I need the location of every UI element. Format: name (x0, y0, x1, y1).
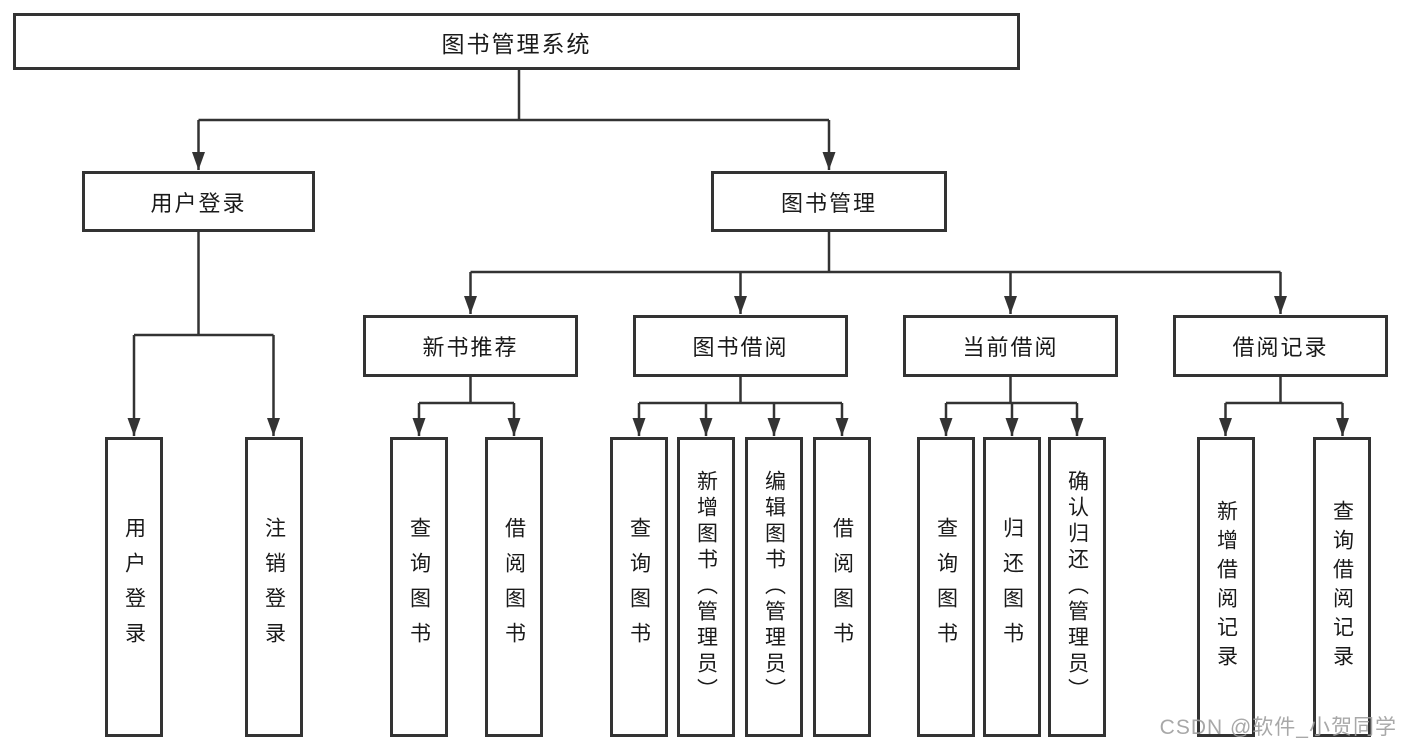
leaf-query-books-recommend: 查询图书 (390, 437, 448, 737)
csdn-watermark: CSDN @软件_小贺同学 (1159, 716, 1397, 739)
leaf-query-books-borrow: 查询图书 (610, 437, 668, 737)
node-current-borrow: 当前借阅 (903, 315, 1118, 377)
node-book-management: 图书管理 (711, 171, 947, 232)
node-book-borrow: 图书借阅 (633, 315, 848, 377)
leaf-return-books: 归还图书 (983, 437, 1041, 737)
node-user-login: 用户登录 (82, 171, 315, 232)
node-new-book-recommend: 新书推荐 (363, 315, 578, 377)
leaf-borrow-books: 借阅图书 (813, 437, 871, 737)
leaf-query-books-current: 查询图书 (917, 437, 975, 737)
leaf-user-login: 用户登录 (105, 437, 163, 737)
node-borrow-records: 借阅记录 (1173, 315, 1388, 377)
leaf-add-borrow-record: 新增借阅记录 (1197, 437, 1255, 737)
leaf-logout-login: 注销登录 (245, 437, 303, 737)
leaf-edit-books-admin: 编辑图书（管理员） (745, 437, 803, 737)
leaf-query-borrow-record: 查询借阅记录 (1313, 437, 1371, 737)
leaf-borrow-books-recommend: 借阅图书 (485, 437, 543, 737)
leaf-confirm-return-admin: 确认归还（管理员） (1048, 437, 1106, 737)
leaf-add-books-admin: 新增图书（管理员） (677, 437, 735, 737)
node-library-management-system: 图书管理系统 (13, 13, 1020, 70)
